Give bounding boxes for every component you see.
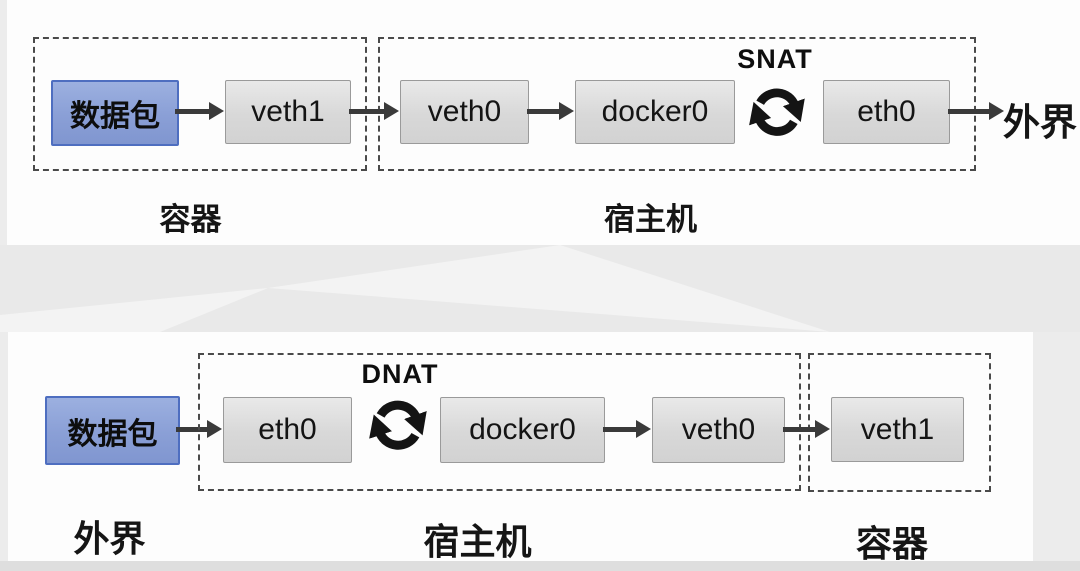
arrow-head — [384, 102, 399, 120]
outbound-host-group-label: 宿主机 — [604, 202, 697, 237]
arrow-head — [989, 102, 1004, 120]
arrow-head — [209, 102, 224, 120]
inbound-packet-node: 数据包 — [45, 396, 180, 465]
arrow-packet-to-eth0 — [176, 420, 222, 438]
arrow-veth0-to-docker0 — [527, 102, 574, 120]
outbound-veth0-node: veth0 — [400, 80, 529, 144]
outbound-host-group-box — [378, 37, 976, 171]
outbound-veth1-node: veth1 — [225, 80, 351, 144]
arrow-head — [636, 420, 651, 438]
background-band — [0, 245, 1080, 332]
outbound-packet-node: 数据包 — [51, 80, 179, 146]
arrow-shaft — [948, 108, 989, 114]
arrow-head — [559, 102, 574, 120]
arrow-shaft — [783, 426, 815, 432]
arrow-veth1-to-veth0 — [349, 102, 399, 120]
arrow-shaft — [603, 426, 636, 432]
arrow-eth0-to-outside — [948, 102, 1004, 120]
arrow-shaft — [349, 108, 384, 114]
inbound-host-group-label: 宿主机 — [423, 521, 532, 562]
inbound-veth1-node: veth1 — [831, 397, 964, 462]
inbound-outside-label: 外界 — [73, 518, 146, 559]
outbound-docker0-node: docker0 — [575, 80, 735, 144]
arrow-packet-to-veth1 — [175, 102, 224, 120]
snat-sync-clockwise-arrows-icon — [748, 81, 806, 143]
inbound-docker0-node: docker0 — [440, 397, 605, 463]
outbound-container-group-box — [33, 37, 367, 171]
snat-label: SNAT — [737, 44, 813, 74]
dnat-sync-clockwise-arrows-icon — [367, 395, 429, 455]
bottom-edge-strip — [0, 561, 1080, 571]
inbound-veth0-node: veth0 — [652, 397, 785, 463]
inbound-eth0-node: eth0 — [223, 397, 352, 463]
arrow-veth0-to-veth1 — [783, 420, 830, 438]
arrow-shaft — [176, 426, 207, 432]
outbound-eth0-node: eth0 — [823, 80, 950, 144]
arrow-shaft — [175, 108, 209, 114]
inbound-host-group-box — [198, 353, 801, 491]
outbound-container-group-label: 容器 — [159, 202, 222, 237]
arrow-docker0-to-veth0 — [603, 420, 651, 438]
outbound-outside-label: 外界 — [1003, 102, 1077, 143]
inbound-container-group-box — [808, 353, 991, 492]
arrow-head — [815, 420, 830, 438]
arrow-head — [207, 420, 222, 438]
dnat-label: DNAT — [361, 359, 439, 389]
inbound-container-group-label: 容器 — [855, 523, 928, 564]
arrow-shaft — [527, 108, 559, 114]
